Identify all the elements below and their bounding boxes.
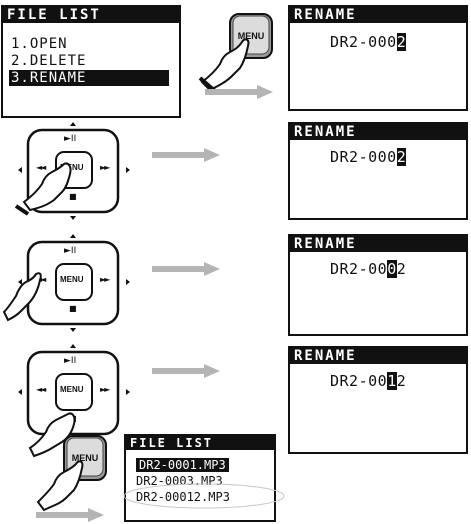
highlight-ellipse <box>123 483 285 509</box>
rename-value-4: DR2-0012 <box>330 372 407 390</box>
stop-icon: ■ <box>69 304 77 313</box>
rename-value-2: DR2-0002 <box>330 148 407 166</box>
rename-value-1: DR2-0002 <box>330 33 407 51</box>
menu-key-graphic: MENU <box>198 13 273 94</box>
file-list-title: FILE LIST <box>3 7 179 23</box>
pressing-hand-icon <box>14 162 72 216</box>
rename-cursor-2: 2 <box>396 148 407 166</box>
rename-screen-4: RENAME DR2-0012 <box>288 346 468 454</box>
rename-title-1: RENAME <box>290 7 466 23</box>
menu-center-label: MENU <box>60 275 84 284</box>
rename-title-3: RENAME <box>290 236 466 252</box>
rename-cursor-1: 2 <box>396 33 407 51</box>
rename-screen-3: RENAME DR2-0002 <box>288 234 468 336</box>
file-item-1: DR2-0001.MP3 <box>136 458 229 472</box>
transport-pad-3: ►II ◄◄ ►► MENU ■ <box>12 344 132 458</box>
menu-key-press-1: MENU <box>196 12 280 102</box>
menu-item-rename: 3.RENAME <box>9 70 169 86</box>
rewind-icon: ◄◄ <box>36 385 46 394</box>
file-item-3: DR2-00012.MP3 <box>136 490 230 504</box>
transport-pad-1: ►II ◄◄ ►► MENU ■ <box>12 122 132 222</box>
stop-icon: ■ <box>69 192 77 201</box>
menu-key-graphic-2: MENU <box>36 435 107 512</box>
step-arrow-5 <box>36 508 104 522</box>
forward-icon: ►► <box>100 385 110 394</box>
menu-item-open: 1.OPEN <box>11 36 68 52</box>
transport-pad-2: ►II ◄◄ ►► MENU ■ <box>2 234 132 334</box>
step-arrow-1 <box>205 85 273 99</box>
play-pause-icon: ►II <box>64 356 77 366</box>
result-file-list-title: FILE LIST <box>126 436 274 450</box>
rename-title-2: RENAME <box>290 124 466 140</box>
rename-value-3: DR2-0002 <box>330 260 407 278</box>
file-list-screen: FILE LIST 1.OPEN 2.DELETE 3.RENAME <box>1 5 181 118</box>
step-arrow-3 <box>152 262 220 276</box>
forward-icon: ►► <box>100 275 110 284</box>
step-arrow-4 <box>152 364 220 378</box>
rename-cursor-4: 1 <box>387 372 397 390</box>
rename-screen-2: RENAME DR2-0002 <box>288 122 468 220</box>
pressing-hand-icon <box>28 412 76 458</box>
rename-screen-1: RENAME DR2-0002 <box>288 5 468 111</box>
menu-key-label: MENU <box>238 31 265 41</box>
menu-key-press-2: MENU <box>34 432 118 522</box>
rename-title-4: RENAME <box>290 348 466 364</box>
play-pause-icon: ►II <box>64 246 77 256</box>
menu-item-delete: 2.DELETE <box>11 53 87 69</box>
result-file-list-screen: FILE LIST DR2-0001.MP3 DR2-0003.MP3 DR2-… <box>124 434 276 522</box>
rewind-icon: ◄◄ <box>36 163 46 172</box>
menu-center-label: MENU <box>60 163 84 172</box>
rename-cursor-3: 0 <box>387 260 397 278</box>
transport-pad-outline-3 <box>18 344 130 436</box>
forward-icon: ►► <box>100 163 110 172</box>
play-pause-icon: ►II <box>64 134 77 144</box>
pressing-hand-icon <box>2 272 42 322</box>
step-arrow-2 <box>152 148 220 162</box>
menu-key-label-2: MENU <box>72 453 99 463</box>
menu-center-label: MENU <box>60 385 84 394</box>
